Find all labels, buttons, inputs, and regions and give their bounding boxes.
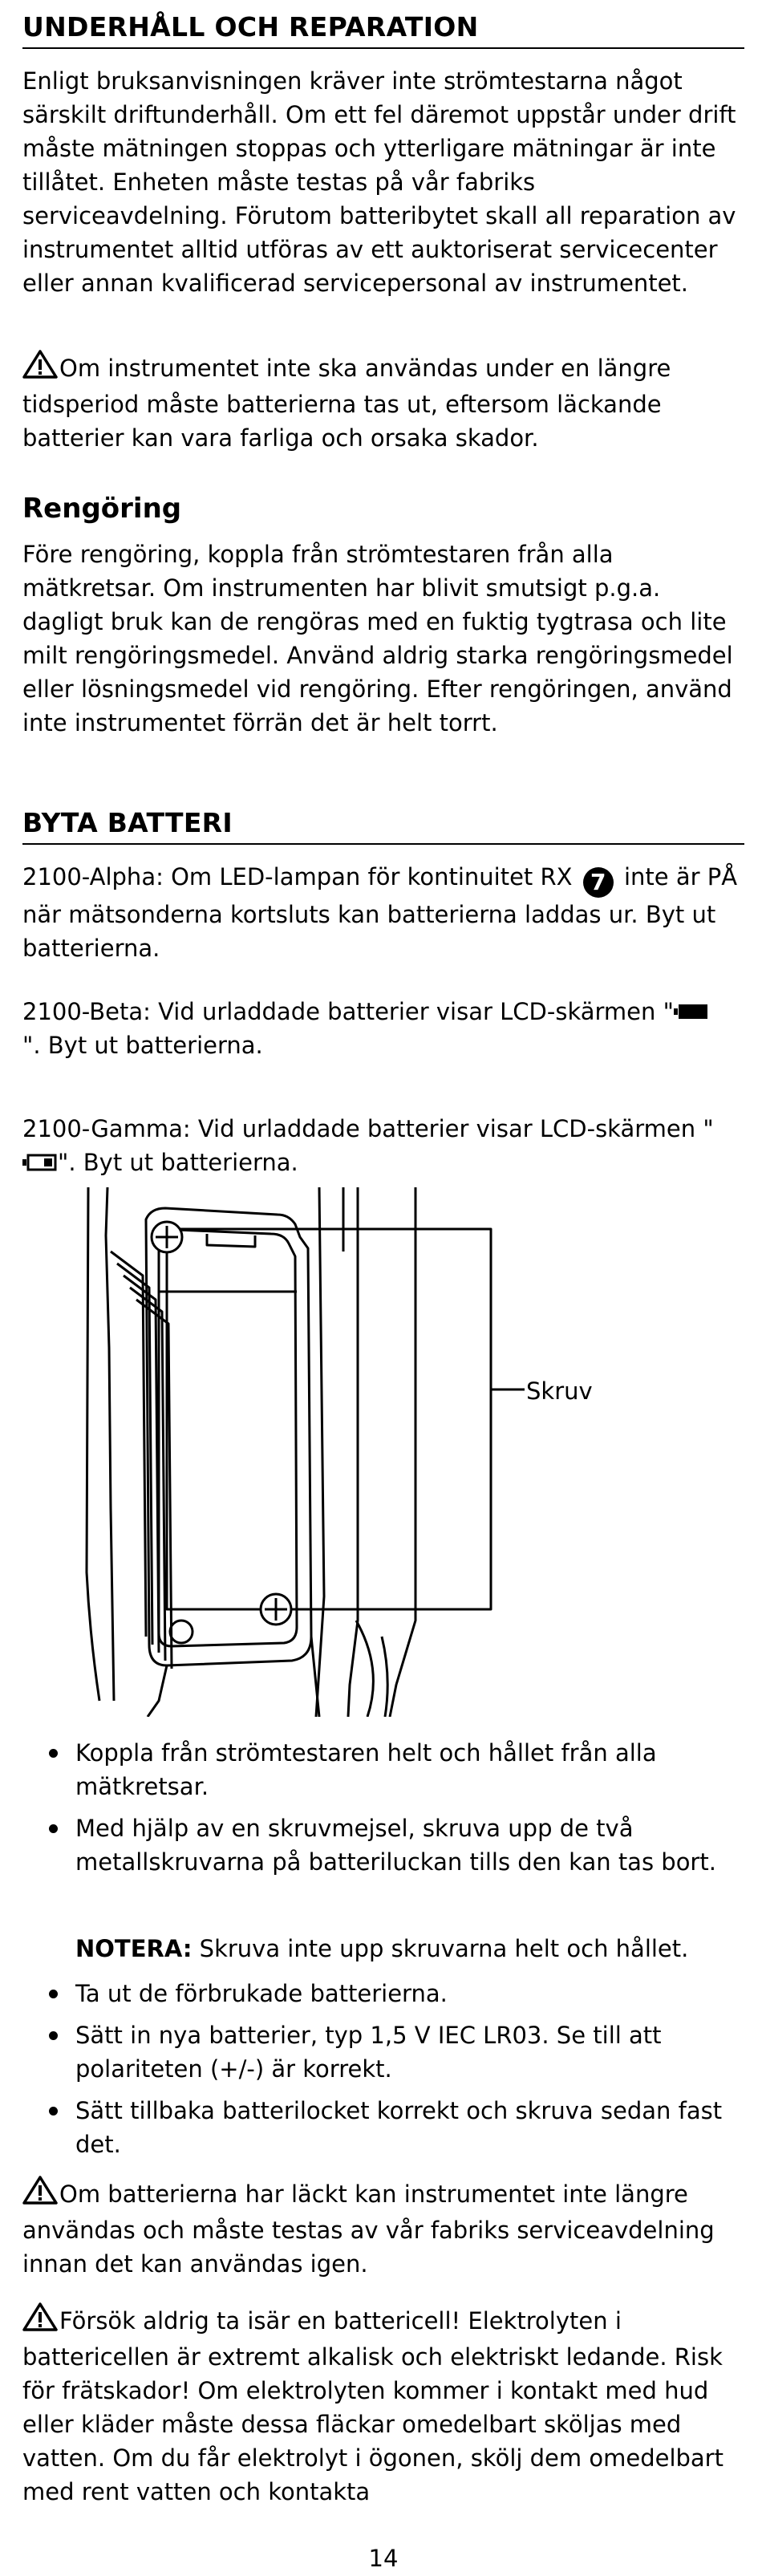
gamma-paragraph: 2100-Gamma: Vid urladdade batterier visa… [22, 1112, 744, 1179]
battery-steps-list-2: Ta ut de förbrukade batterierna. Sätt in… [22, 1977, 744, 2161]
beta-paragraph: 2100-Beta: Vid urladdade batterier visar… [22, 995, 744, 1062]
list-item: Ta ut de förbrukade batterierna. [22, 1977, 744, 2010]
leak-warning: Om batterierna har läckt kan instrumente… [22, 2176, 744, 2281]
battery-low-icon [22, 1149, 58, 1176]
section-heading-maintenance: UNDERHÅLL OCH REPARATION [22, 11, 744, 49]
battery-steps-list-1: Koppla från strömtestaren helt och hålle… [22, 1736, 744, 1879]
list-item: Med hjälp av en skruvmejsel, skruva upp … [22, 1811, 744, 1879]
warning-triangle-icon [22, 2302, 58, 2340]
warning-triangle-icon [22, 2176, 58, 2213]
alpha-text-end: inte är PÅ när mätsonderna kortsluts kan… [22, 863, 738, 962]
beta-text-end: ". Byt ut batterierna. [22, 1032, 263, 1059]
cleaning-paragraph: Före rengöring, koppla från strömtestare… [22, 541, 733, 736]
list-item: Sätt tillbaka batterilocket korrekt och … [22, 2094, 744, 2161]
beta-text-start: 2100-Beta: Vid urladdade batterier visar… [22, 998, 674, 1025]
list-item: Koppla från strömtestaren helt och hålle… [22, 1736, 744, 1803]
note-line: NOTERA: Skruva inte upp skruvarna helt o… [75, 1932, 688, 1965]
page-number: 14 [368, 2545, 399, 2572]
storage-warning: Om instrumentet inte ska användas under … [22, 350, 744, 455]
leak-warning-text: Om batterierna har läckt kan instrumente… [22, 2180, 715, 2278]
alpha-paragraph: 2100-Alpha: Om LED-lampan för kontinuite… [22, 860, 744, 965]
disassembly-warning-text: Försök aldrig ta isär en battericell! El… [22, 2307, 723, 2505]
storage-warning-text: Om instrumentet inte ska användas under … [22, 355, 671, 452]
gamma-text-start: 2100-Gamma: Vid urladdade batterier visa… [22, 1115, 714, 1142]
note-text: Skruva inte upp skruvarna helt och hålle… [192, 1935, 689, 1962]
screw-bottom [259, 1592, 293, 1626]
gamma-text-end: ". Byt ut batterierna. [58, 1149, 298, 1176]
note-label: NOTERA: [75, 1935, 193, 1962]
figure-label-screws: Skruvar [526, 1377, 592, 1405]
circled-number-icon: 7 [582, 867, 614, 898]
battery-solid-icon [673, 998, 709, 1025]
screw-top [150, 1220, 184, 1254]
section-heading-battery: BYTA BATTERI [22, 807, 744, 845]
warning-triangle-icon [22, 350, 58, 387]
maintenance-paragraph: Enligt bruksanvisningen kräver inte strö… [22, 67, 736, 297]
list-item: Sätt in nya batterier, typ 1,5 V IEC LR0… [22, 2018, 744, 2086]
alpha-text-start: 2100-Alpha: Om LED-lampan för kontinuite… [22, 863, 573, 890]
section-heading-cleaning: Rengöring [22, 493, 182, 525]
disassembly-warning: Försök aldrig ta isär en battericell! El… [22, 2302, 744, 2509]
battery-cover-figure: Skruvar [85, 1187, 592, 1717]
